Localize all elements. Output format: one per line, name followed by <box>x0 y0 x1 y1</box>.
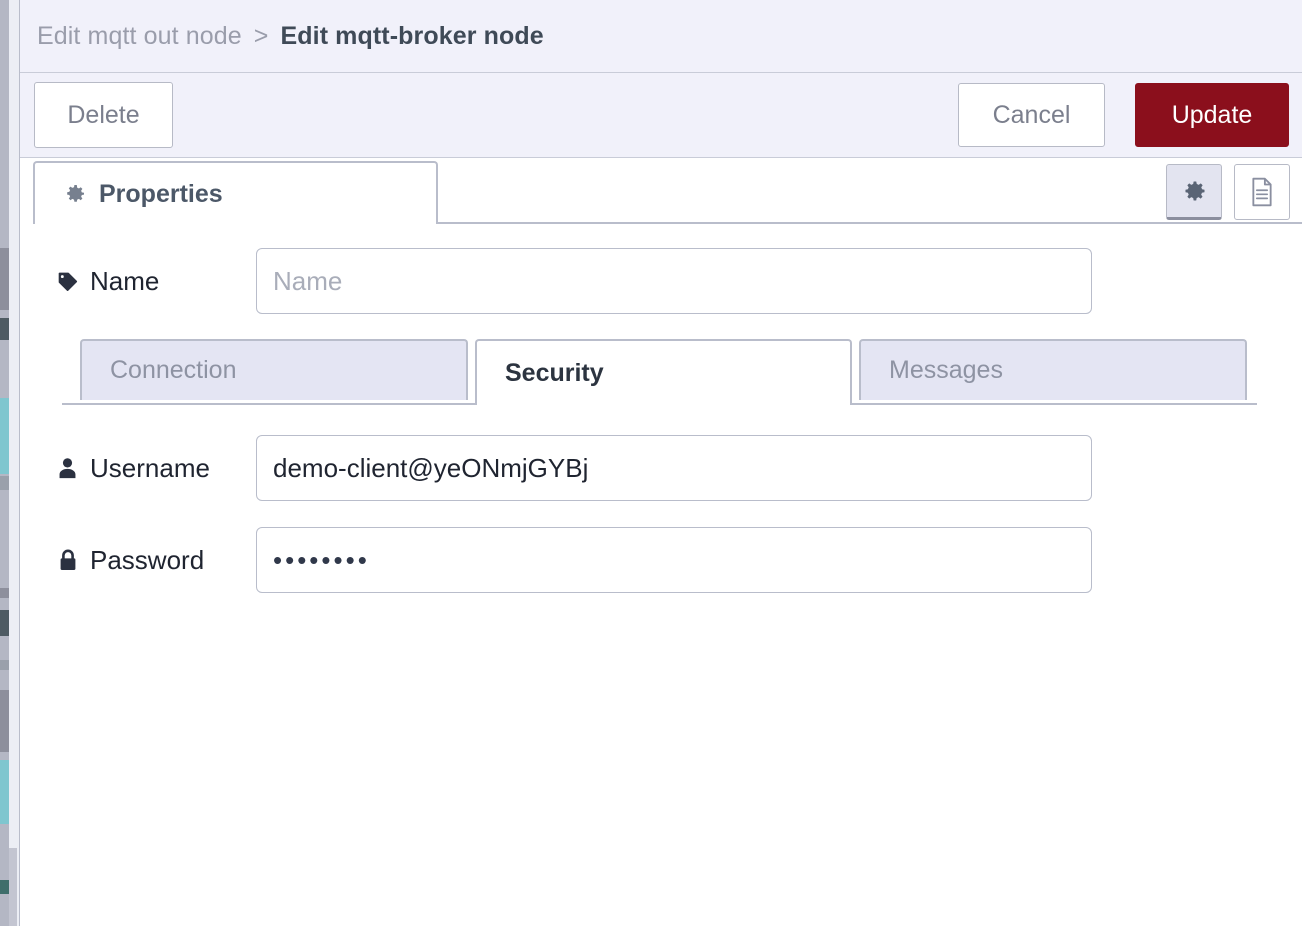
canvas-background-strip <box>0 0 19 926</box>
password-label-text: Password <box>90 544 205 575</box>
field-row-name: Name <box>20 248 1092 314</box>
node-fragment <box>0 610 9 636</box>
lock-icon <box>56 549 79 572</box>
node-fragment <box>0 398 9 474</box>
gear-icon <box>63 182 87 206</box>
properties-view-button[interactable] <box>1166 164 1222 220</box>
username-label-text: Username <box>90 452 210 483</box>
tag-icon <box>56 270 79 293</box>
subtab-connection[interactable]: Connection <box>80 339 468 400</box>
breadcrumb-separator: > <box>253 21 269 50</box>
cancel-button[interactable]: Cancel <box>958 83 1105 147</box>
username-label: Username <box>20 453 256 484</box>
subtab-messages[interactable]: Messages <box>859 339 1247 400</box>
node-fragment <box>0 880 9 894</box>
breadcrumb-parent[interactable]: Edit mqtt out node <box>37 21 242 50</box>
dialog-tabstrip: Properties <box>20 158 1302 225</box>
tab-properties[interactable]: Properties <box>33 161 438 225</box>
update-button[interactable]: Update <box>1135 83 1289 147</box>
name-label-text: Name <box>90 265 160 296</box>
name-input[interactable] <box>256 248 1092 314</box>
name-label: Name <box>20 266 256 297</box>
description-view-button[interactable] <box>1234 164 1290 220</box>
node-fragment <box>0 760 9 824</box>
node-fragment <box>0 318 9 340</box>
delete-button[interactable]: Delete <box>34 82 173 148</box>
user-icon <box>56 457 79 480</box>
password-input[interactable]: •••••••• <box>256 527 1092 593</box>
node-fragment <box>0 588 9 598</box>
node-fragment <box>0 476 9 490</box>
dialog-actions: Cancel Update <box>958 83 1289 147</box>
node-fragment <box>0 660 9 670</box>
canvas-scrollbar[interactable] <box>9 848 17 926</box>
gear-icon <box>1185 181 1205 201</box>
document-icon <box>1252 177 1272 207</box>
edit-node-dialog: Edit mqtt out node > Edit mqtt-broker no… <box>19 0 1302 926</box>
dialog-button-bar: Delete Cancel Update <box>20 73 1302 158</box>
dialog-tool-buttons <box>1166 164 1290 220</box>
field-row-password: Password •••••••• <box>20 527 1092 593</box>
node-fragment <box>0 690 9 752</box>
tab-properties-label: Properties <box>99 179 223 208</box>
properties-form: Name Connection Security Messages <box>20 224 1302 926</box>
subtab-security[interactable]: Security <box>475 339 852 405</box>
breadcrumb: Edit mqtt out node > Edit mqtt-broker no… <box>37 22 544 51</box>
password-label: Password <box>20 545 256 576</box>
field-row-username: Username <box>20 435 1092 501</box>
username-input[interactable] <box>256 435 1092 501</box>
tabstrip-baseline <box>429 222 1302 224</box>
dialog-header: Edit mqtt out node > Edit mqtt-broker no… <box>20 0 1302 73</box>
node-fragment <box>0 248 9 310</box>
breadcrumb-current: Edit mqtt-broker node <box>280 21 544 50</box>
security-subtabs: Connection Security Messages <box>62 339 1257 405</box>
